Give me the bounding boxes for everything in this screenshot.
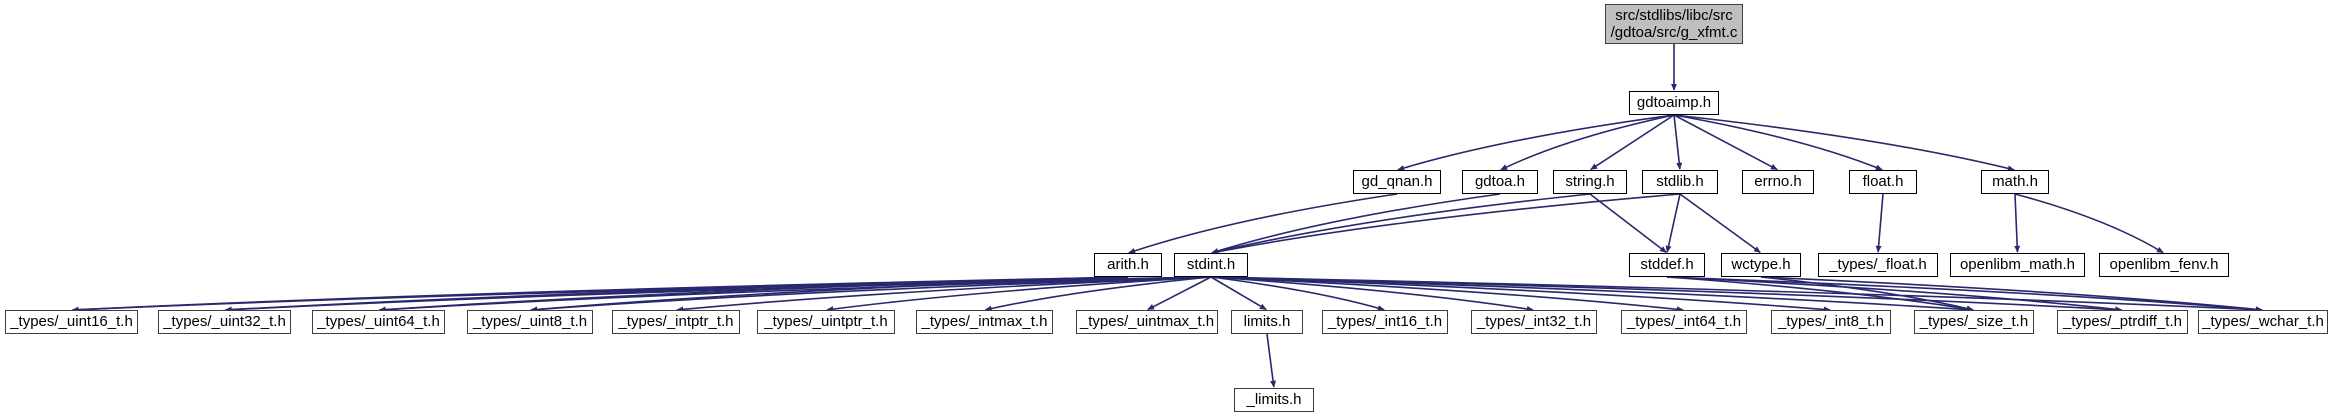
graph-edge-stdint-to-limits <box>1210 276 1267 311</box>
graph-node-t_uintmax[interactable]: _types/_uintmax_t.h <box>1076 310 1218 334</box>
graph-edge-arith-to-t_uint32 <box>224 276 1129 313</box>
graph-node-t_int32[interactable]: _types/_int32_t.h <box>1471 310 1597 334</box>
graph-edge-stdint-to-t_uintmax <box>1147 276 1212 311</box>
graph-node-t_int16[interactable]: _types/_int16_t.h <box>1322 310 1448 334</box>
graph-edge-gdtoaimp-to-gdtoa <box>1500 114 1675 171</box>
graph-edge-gdtoa-to-stdint <box>1211 193 1501 254</box>
graph-edge-limits-to-_limits <box>1266 333 1277 388</box>
graph-edge-wctype-to-t_wchar <box>1760 276 2263 313</box>
graph-edge-stdint-to-t_uint32 <box>224 276 1212 313</box>
graph-node-t_int8[interactable]: _types/_int8_t.h <box>1771 310 1891 334</box>
graph-edge-gdtoaimp-to-string <box>1590 114 1675 171</box>
graph-edge-stdint-to-t_uint16 <box>71 276 1212 313</box>
graph-edge-string-to-stddef <box>1589 193 1667 254</box>
graph-node-limits[interactable]: limits.h <box>1231 310 1303 334</box>
graph-edge-stdint-to-t_uintptr <box>826 276 1212 313</box>
graph-edge-stddef-to-t_size <box>1666 276 1974 312</box>
graph-node-t_uint8[interactable]: _types/_uint8_t.h <box>467 310 593 334</box>
graph-edge-stdint-to-t_int32 <box>1210 276 1534 312</box>
graph-edge-stdlib-to-stdint <box>1211 193 1681 255</box>
graph-edge-stdint-to-t_int64 <box>1210 276 1684 313</box>
graph-edge-wctype-to-t_size <box>1760 276 1974 312</box>
graph-node-t_intptr[interactable]: _types/_intptr_t.h <box>612 310 740 334</box>
graph-node-gdtoaimp[interactable]: gdtoaimp.h <box>1629 91 1719 115</box>
graph-node-t_uintptr[interactable]: _types/_uintptr_t.h <box>757 310 895 334</box>
graph-edge-stdint-to-t_size <box>1210 276 1974 313</box>
graph-node-t_uint32[interactable]: _types/_uint32_t.h <box>158 310 291 334</box>
graph-node-root[interactable]: src/stdlibs/libc/src /gdtoa/src/g_xfmt.c <box>1605 4 1743 44</box>
graph-node-_limits[interactable]: _limits.h <box>1234 388 1314 412</box>
graph-edge-stdint-to-t_int8 <box>1210 276 1831 313</box>
graph-edge-stdlib-to-wctype <box>1679 193 1761 254</box>
graph-edge-gdtoaimp-to-float <box>1673 114 1883 171</box>
graph-node-t_ptrdiff[interactable]: _types/_ptrdiff_t.h <box>2057 310 2188 334</box>
graph-edge-gdtoaimp-to-errno <box>1673 114 1778 171</box>
graph-node-errno[interactable]: errno.h <box>1742 170 1814 194</box>
graph-node-string[interactable]: string.h <box>1553 170 1627 194</box>
graph-node-t_uint64[interactable]: _types/_uint64_t.h <box>312 310 445 334</box>
graph-edge-stddef-to-t_wchar <box>1666 276 2263 313</box>
graph-edge-gdtoaimp-to-math <box>1673 114 2015 172</box>
graph-edge-stdint-to-t_uint8 <box>530 276 1212 313</box>
graph-node-stdlib[interactable]: stdlib.h <box>1642 170 1718 194</box>
graph-node-t_intmax[interactable]: _types/_intmax_t.h <box>916 310 1053 334</box>
graph-node-stdint[interactable]: stdint.h <box>1174 253 1248 277</box>
graph-edge-arith-to-t_uint16 <box>71 276 1129 313</box>
graph-edge-stddef-to-t_ptrdiff <box>1666 276 2123 313</box>
graph-edge-gdtoaimp-to-stdlib <box>1673 114 1683 170</box>
graph-edge-string-to-stdint <box>1211 193 1591 255</box>
graph-node-gd_qnan[interactable]: gd_qnan.h <box>1353 170 1441 194</box>
graph-edge-arith-to-t_uint8 <box>530 276 1129 313</box>
graph-edge-gd_qnan-to-arith <box>1128 193 1398 254</box>
graph-edge-stdint-to-t_intmax <box>984 276 1212 312</box>
graph-node-t_wchar[interactable]: _types/_wchar_t.h <box>2198 310 2328 334</box>
graph-edge-stdint-to-t_uint64 <box>378 276 1212 313</box>
graph-node-t_int64[interactable]: _types/_int64_t.h <box>1621 310 1747 334</box>
graph-edge-math-to-openlibm_math <box>2014 193 2021 253</box>
graph-edge-float-to-types_float <box>1875 193 1884 253</box>
graph-node-t_uint16[interactable]: _types/_uint16_t.h <box>5 310 138 334</box>
graph-edge-stdint-to-t_wchar <box>1210 276 2263 313</box>
graph-node-stddef[interactable]: stddef.h <box>1629 253 1705 277</box>
graph-node-t_size[interactable]: _types/_size_t.h <box>1914 310 2034 334</box>
graph-node-openlibm_math[interactable]: openlibm_math.h <box>1950 253 2085 277</box>
graph-edge-stdlib-to-stddef <box>1665 193 1681 253</box>
graph-node-arith[interactable]: arith.h <box>1094 253 1162 277</box>
graph-edge-stdint-to-t_ptrdiff <box>1210 276 2123 313</box>
graph-node-gdtoa[interactable]: gdtoa.h <box>1462 170 1538 194</box>
graph-edge-stdint-to-t_int16 <box>1210 276 1385 311</box>
graph-node-openlibm_fenv[interactable]: openlibm_fenv.h <box>2099 253 2229 277</box>
graph-edge-math-to-openlibm_fenv <box>2014 193 2164 254</box>
graph-node-math[interactable]: math.h <box>1981 170 2049 194</box>
graph-edge-arith-to-t_uint64 <box>378 276 1129 313</box>
graph-node-types_float[interactable]: _types/_float.h <box>1818 253 1938 277</box>
graph-edge-gdtoaimp-to-gd_qnan <box>1397 114 1675 171</box>
graph-node-float[interactable]: float.h <box>1849 170 1917 194</box>
graph-edge-stdint-to-t_intptr <box>676 276 1212 313</box>
graph-node-wctype[interactable]: wctype.h <box>1721 253 1801 277</box>
